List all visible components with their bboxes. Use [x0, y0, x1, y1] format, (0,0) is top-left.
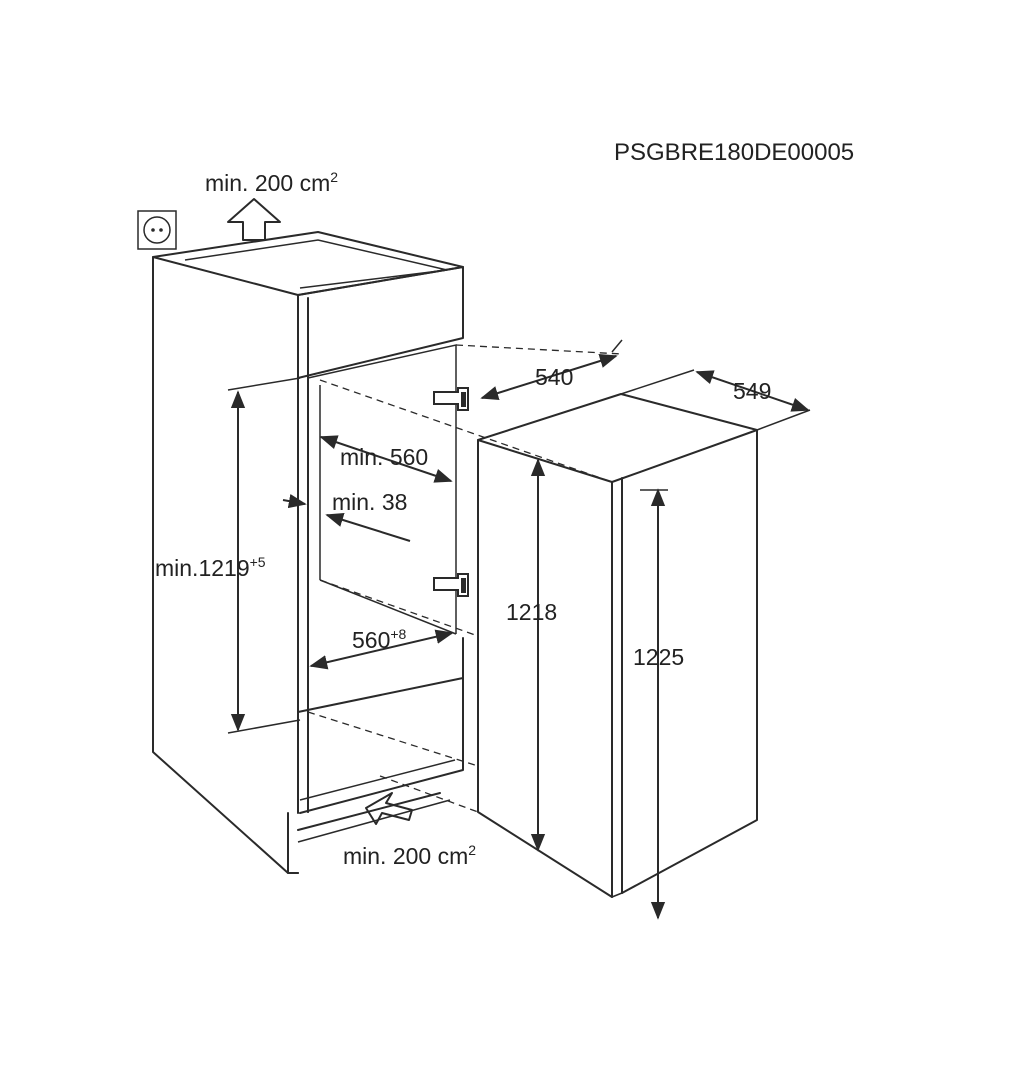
niche-height-label: min.1219+5 [155, 554, 266, 581]
appliance-height-total-label: 1225 [633, 644, 684, 670]
vent-top-sup: 2 [330, 169, 338, 185]
projection-base [379, 775, 479, 813]
niche-height-value: min.1219 [155, 555, 250, 581]
projection-width [455, 344, 623, 355]
hinge-icon [433, 387, 469, 411]
vent-bottom-label: min. 200 cm2 [343, 842, 476, 869]
vent-bottom-sup: 2 [468, 842, 476, 858]
appliance-height-body-label: 1218 [506, 599, 557, 625]
wall-depth-label: min. 38 [332, 489, 407, 515]
vent-top-label: min. 200 cm2 [205, 169, 338, 196]
cabinet [152, 231, 464, 874]
niche-width-label: min. 560 [340, 444, 428, 470]
appliance-depth-label: 549 [733, 378, 771, 404]
appliance-width-label: 540 [535, 364, 573, 390]
niche-height-sup: +5 [250, 554, 266, 570]
vent-inlet-arrow-icon [365, 792, 413, 825]
product-code: PSGBRE180DE00005 [614, 139, 854, 166]
vent-bottom-value: min. 200 cm [343, 843, 468, 869]
vent-up-arrow-icon [227, 198, 281, 241]
niche-depth-value: 560 [352, 627, 390, 653]
hinge-icon [433, 573, 469, 597]
projection-top [319, 379, 613, 483]
appliance [477, 393, 758, 898]
power-socket-icon [137, 210, 177, 250]
niche-depth-sup: +8 [390, 626, 406, 642]
vent-top-value: min. 200 cm [205, 170, 330, 196]
projection-shelf [307, 711, 479, 767]
projection-mid [319, 579, 479, 637]
niche-depth-label: 560+8 [352, 626, 407, 653]
